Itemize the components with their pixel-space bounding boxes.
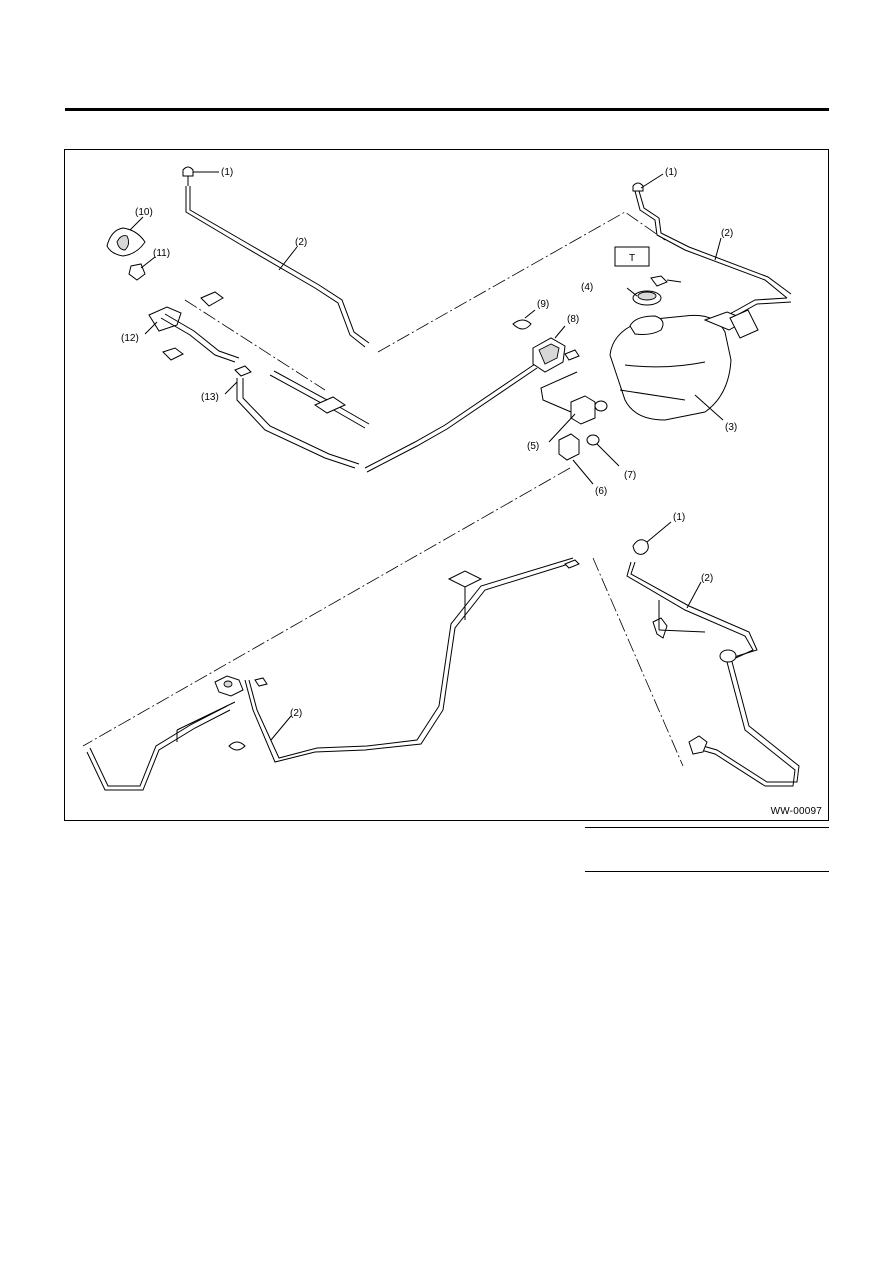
callout-label: (1) [673,512,685,523]
callout-label: (1) [221,167,233,178]
callout-label: (10) [135,207,153,218]
washer-system-diagram: T (1) (2) (10) (11) (12) (13) (1) (2) (4… [64,149,829,821]
callout-9: (9) [524,299,549,319]
callout-label: (6) [595,486,607,497]
rear-hose-long [86,557,576,791]
front-nozzle-right [632,182,644,192]
note-rule-bottom [585,871,829,872]
callout-8: (8) [554,314,579,339]
routing-line-bottom-right [592,557,684,767]
callout-1b: (1) [640,167,677,189]
callout-6: (6) [572,459,607,497]
callout-7: (7) [596,443,636,481]
three-way-joint [234,365,360,469]
callout-4: (4) [581,282,638,297]
callout-2a: (2) [278,237,307,271]
callout-label: (2) [721,228,733,239]
header-rule [65,108,829,111]
callout-label: (9) [537,299,549,310]
floor-grommet [447,570,483,588]
callout-12: (12) [121,321,158,344]
note-rule-top [585,827,829,828]
callout-label: (11) [153,248,170,259]
routing-line-top [377,211,666,353]
rear-nozzle-clip [214,675,268,697]
diagram-canvas: T (1) (2) (10) (11) (12) (13) (1) (2) (4… [82,166,800,791]
callout-label: (7) [624,470,636,481]
callout-10: (10) [129,207,153,231]
callout-label: (13) [201,392,219,403]
callout-1a: (1) [193,167,233,178]
callout-label: (5) [527,441,539,452]
rear-hose-right [626,561,800,787]
front-hose-right [634,190,792,327]
callout-label: (2) [290,708,302,719]
callout-5: (5) [527,413,576,452]
washer-motor-lower [558,433,580,461]
nozzle-cover [106,227,146,257]
callout-label: (1) [665,167,677,178]
callout-11: (11) [140,248,170,269]
washer-motor [532,337,580,373]
washer-tank [609,311,749,421]
callout-label: (8) [567,314,579,325]
front-hose-left [185,186,370,348]
hose-connector [564,559,580,569]
front-nozzle-left [182,166,194,186]
callout-13: (13) [201,381,238,403]
callout-2c: (2) [686,573,713,609]
tank-bracket [729,309,759,339]
callout-label: (2) [701,573,713,584]
routing-line-bottom-left [82,467,571,747]
torque-label: T [629,253,635,264]
pump-grommet [586,400,608,446]
callout-2d: (2) [270,708,302,741]
rear-nozzle [632,539,649,555]
callout-1c: (1) [646,512,685,543]
hose-clamp [512,319,532,330]
callout-label: (2) [295,237,307,248]
callout-label: (4) [581,282,593,293]
rear-washer-motor [540,371,596,425]
hose-clip [228,741,246,751]
rear-hose-left [160,313,370,429]
callout-label: (3) [725,422,737,433]
torque-box: T [614,246,650,267]
main-hose [184,299,538,473]
callout-3: (3) [694,394,737,433]
tank-cap [632,290,662,306]
tank-bolt [650,275,682,287]
callout-2b: (2) [714,228,733,261]
callout-label: (12) [121,333,139,344]
figure-code: WW-00097 [770,806,822,817]
